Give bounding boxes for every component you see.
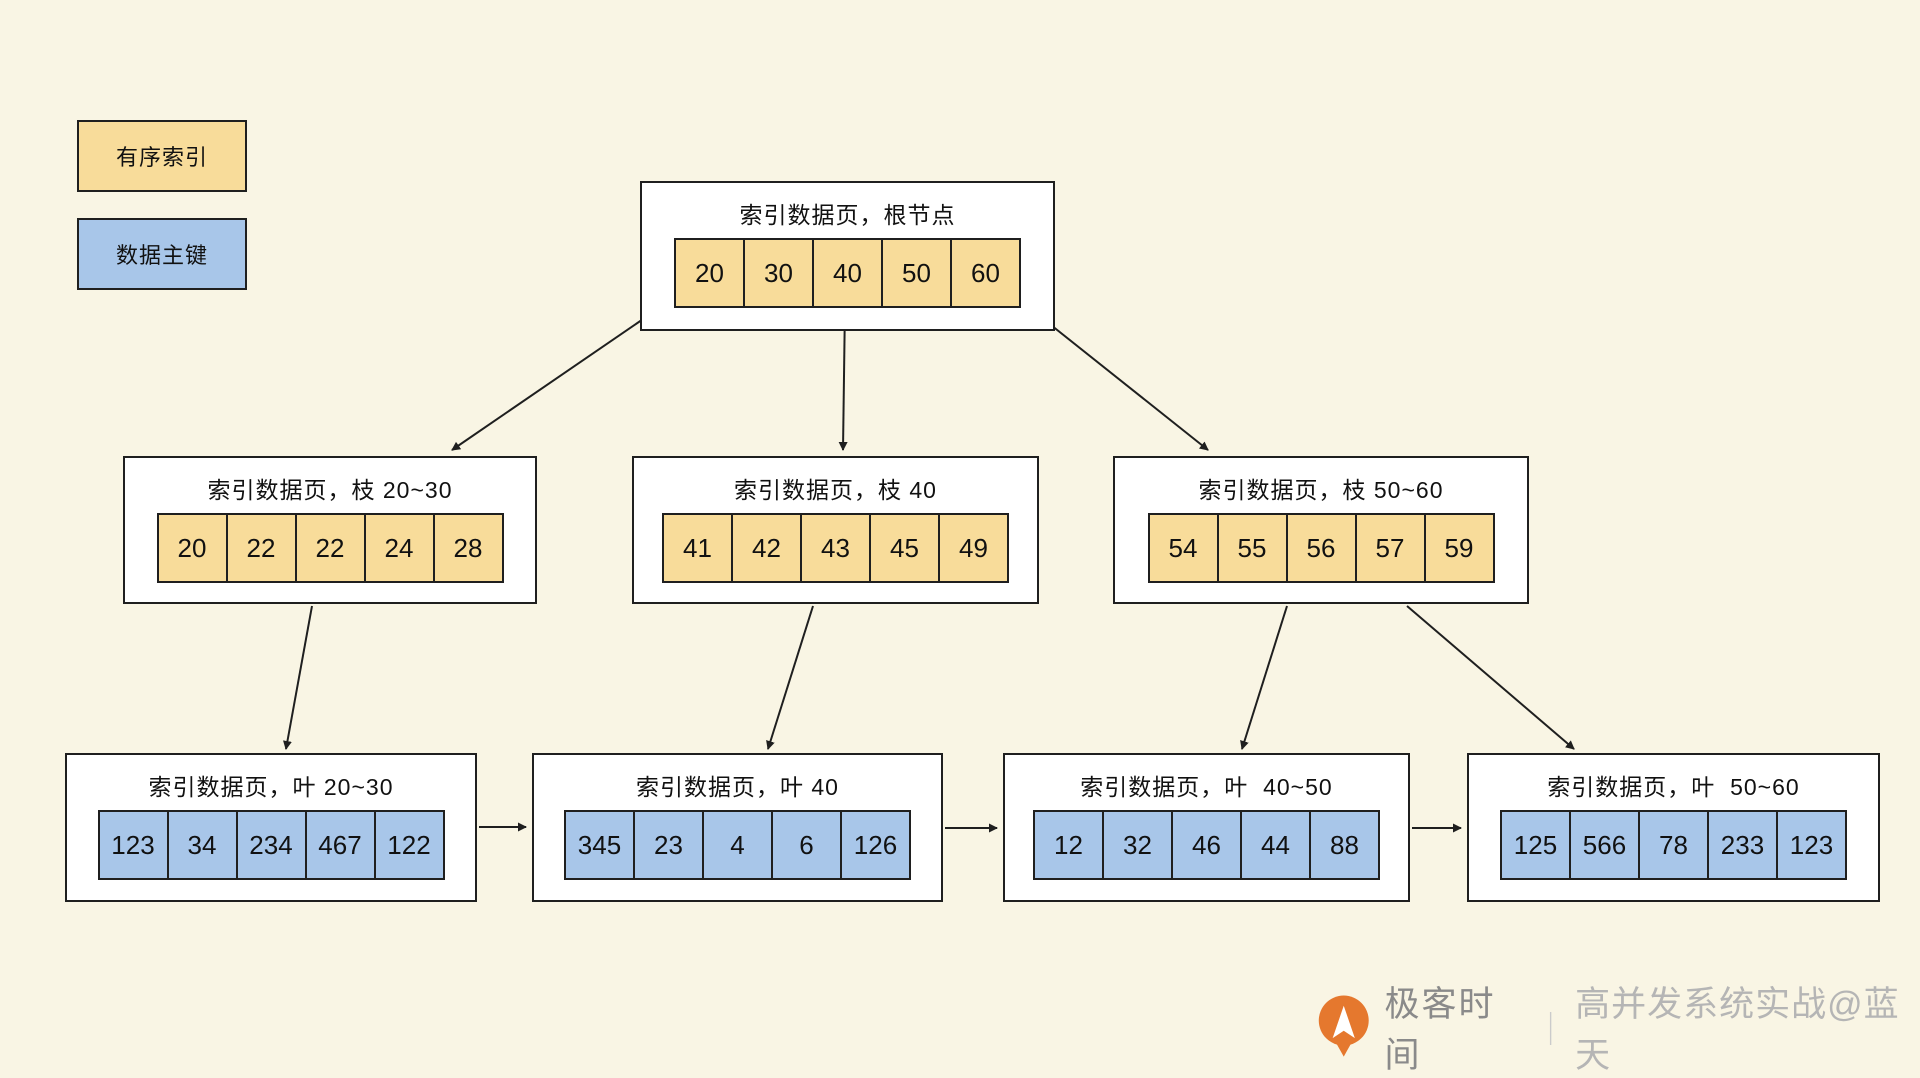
index-cell: 57 [1354, 513, 1426, 583]
pk-cell: 122 [373, 810, 445, 880]
node-title: 索引数据页，叶 40 [636, 774, 839, 800]
cell-row: 20 22 22 24 28 [125, 513, 535, 583]
index-cell: 54 [1147, 513, 1219, 583]
index-cell: 20 [674, 238, 745, 308]
separator: ｜ [1534, 1011, 1568, 1048]
index-cell: 22 [225, 513, 297, 583]
pk-cell: 123 [97, 810, 169, 880]
node-title: 索引数据页，枝 50~60 [1198, 477, 1444, 503]
node-root: 索引数据页，根节点 20 30 40 50 60 [640, 181, 1055, 331]
legend-ordered-index: 有序索引 [77, 120, 247, 192]
index-cell: 49 [938, 513, 1009, 583]
pk-cell: 233 [1707, 810, 1778, 880]
cell-row: 41 42 43 45 49 [634, 513, 1037, 583]
node-leaf-40-50: 索引数据页，叶 40~50 12 32 46 44 88 [1003, 753, 1410, 902]
pk-cell: 6 [771, 810, 842, 880]
index-cell: 24 [363, 513, 435, 583]
pk-cell: 566 [1569, 810, 1640, 880]
index-cell: 30 [743, 238, 814, 308]
pk-cell: 32 [1102, 810, 1173, 880]
node-leaf-50-60: 索引数据页，叶 50~60 125 566 78 233 123 [1467, 753, 1880, 902]
arrow-root-to-branch-20-30 [451, 301, 669, 451]
pk-cell: 44 [1240, 810, 1311, 880]
cell-row: 345 23 4 6 126 [534, 810, 941, 880]
arrow-branch-to-leaf-40 [766, 605, 814, 750]
index-cell: 59 [1423, 513, 1495, 583]
index-cell: 45 [869, 513, 940, 583]
cell-row: 12 32 46 44 88 [1005, 810, 1408, 880]
node-title: 索引数据页，叶 40~50 [1080, 774, 1333, 800]
pk-cell: 88 [1309, 810, 1380, 880]
node-branch-20-30: 索引数据页，枝 20~30 20 22 22 24 28 [123, 456, 537, 604]
node-title: 索引数据页，枝 20~30 [207, 477, 453, 503]
index-cell: 56 [1285, 513, 1357, 583]
pk-cell: 125 [1500, 810, 1571, 880]
pk-cell: 126 [840, 810, 911, 880]
footer-brand: 极客时间 ｜ 高并发系统实战@蓝天 [1316, 985, 1920, 1075]
cell-row: 54 55 56 57 59 [1115, 513, 1527, 583]
brand-name: 极客时间 [1384, 985, 1496, 1075]
watermark-text: 高并发系统实战@蓝天 [1575, 985, 1900, 1075]
index-cell: 22 [294, 513, 366, 583]
cell-row: 20 30 40 50 60 [642, 238, 1053, 308]
index-cell: 20 [156, 513, 228, 583]
node-branch-40: 索引数据页，枝 40 41 42 43 45 49 [632, 456, 1039, 604]
pk-cell: 4 [702, 810, 773, 880]
node-title: 索引数据页，根节点 [739, 202, 956, 228]
index-cell: 40 [812, 238, 883, 308]
node-title: 索引数据页，叶 50~60 [1547, 774, 1800, 800]
node-title: 索引数据页，叶 20~30 [148, 774, 394, 800]
pk-cell: 234 [235, 810, 307, 880]
index-cell: 41 [662, 513, 733, 583]
index-cell: 42 [731, 513, 802, 583]
index-cell: 50 [881, 238, 952, 308]
arrow-branch-to-leaf-40-50 [1240, 605, 1288, 750]
cell-row: 125 566 78 233 123 [1469, 810, 1878, 880]
pk-cell: 34 [166, 810, 238, 880]
node-branch-50-60: 索引数据页，枝 50~60 54 55 56 57 59 [1113, 456, 1529, 604]
index-cell: 43 [800, 513, 871, 583]
pk-cell: 345 [564, 810, 635, 880]
pk-cell: 123 [1776, 810, 1847, 880]
pk-cell: 467 [304, 810, 376, 880]
pk-cell: 78 [1638, 810, 1709, 880]
geektime-logo-icon [1318, 995, 1369, 1057]
arrow-branch-to-leaf-50-60 [1406, 605, 1575, 750]
index-cell: 55 [1216, 513, 1288, 583]
cell-row: 123 34 234 467 122 [67, 810, 475, 880]
index-cell: 60 [950, 238, 1021, 308]
arrow-branch-to-leaf-20-30 [283, 605, 313, 750]
pk-cell: 46 [1171, 810, 1242, 880]
legend-primary-key: 数据主键 [77, 218, 247, 290]
index-cell: 28 [432, 513, 504, 583]
pk-cell: 23 [633, 810, 704, 880]
node-title: 索引数据页，枝 40 [734, 477, 937, 503]
node-leaf-40: 索引数据页，叶 40 345 23 4 6 126 [532, 753, 943, 902]
node-leaf-20-30: 索引数据页，叶 20~30 123 34 234 467 122 [65, 753, 477, 902]
pk-cell: 12 [1033, 810, 1104, 880]
